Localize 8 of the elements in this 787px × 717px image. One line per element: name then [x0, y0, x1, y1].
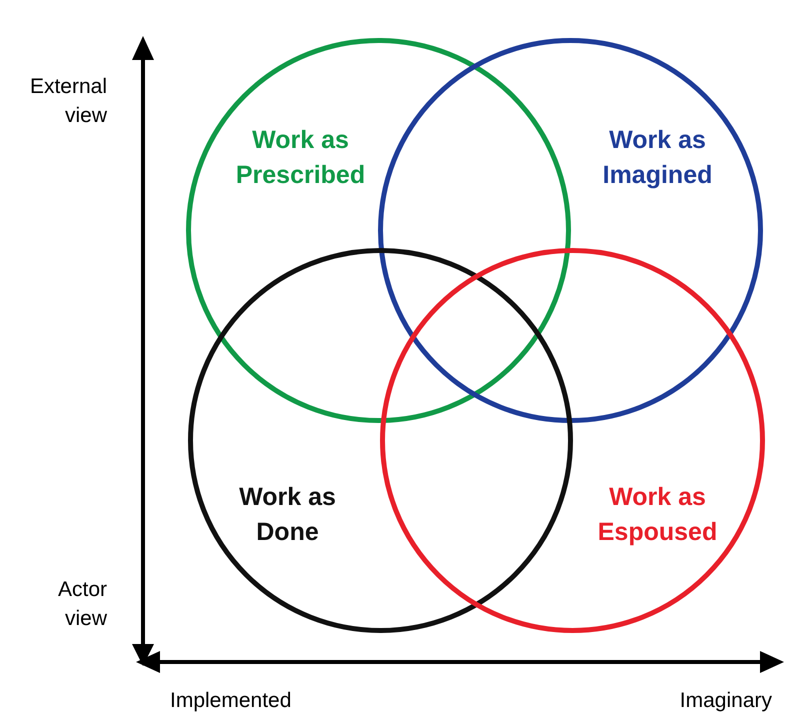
- axis-label: Implemented: [170, 688, 292, 714]
- circle-label: Work as Prescribed: [234, 124, 366, 190]
- axis-label: Actor view: [56, 577, 107, 632]
- circle-label: Work as Imagined: [602, 124, 714, 190]
- axis-label: External view: [28, 74, 107, 129]
- circle-label: Work as Espoused: [596, 482, 718, 548]
- circle-label: Work as Done: [238, 482, 337, 548]
- axis-label: Imaginary: [678, 688, 772, 714]
